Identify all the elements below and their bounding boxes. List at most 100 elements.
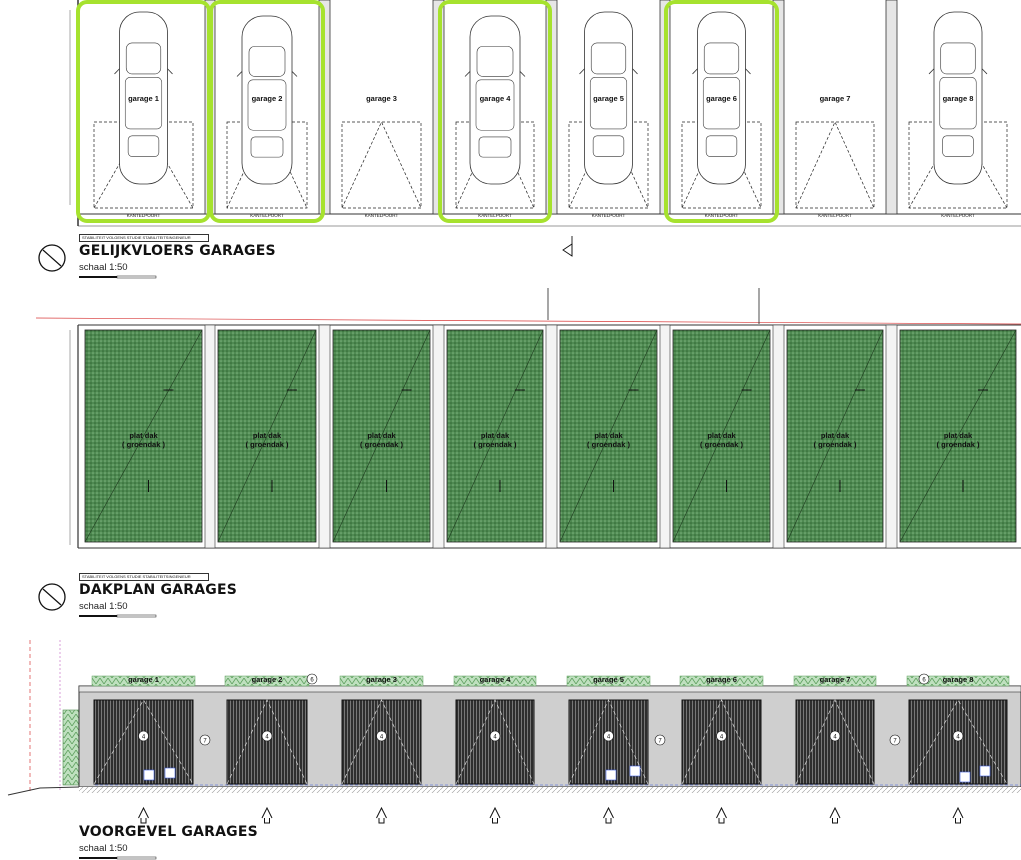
scale-bar-segment — [116, 275, 157, 279]
facade-cornice — [78, 685, 1021, 693]
tilt-door-swing-diagonal — [93, 121, 194, 209]
roof-slope-diagonal — [786, 329, 884, 543]
car-windshield — [590, 42, 627, 75]
utility-box — [979, 765, 991, 777]
door-opening-diagonal — [455, 699, 535, 785]
door-opening-diagonal — [795, 699, 875, 785]
car-windshield — [476, 45, 514, 77]
car-mirror-right — [291, 71, 298, 77]
roof-bay-3: plat dak( groendak ) — [332, 329, 431, 543]
tilt-door-swing — [908, 121, 1008, 209]
roof-label: plat dak — [129, 431, 158, 440]
property-line — [35, 317, 1021, 325]
roof-parapet — [772, 324, 785, 549]
facade-bay-1: garage 14 — [91, 675, 196, 824]
roof-marker — [306, 673, 318, 685]
tilt-door — [908, 699, 1008, 785]
roof-slope-diagonal — [446, 329, 544, 543]
tilt-door-swing-diagonal — [568, 121, 649, 209]
door-label: KANTELPOORT — [250, 213, 284, 218]
section-title-roof: DAKPLAN GARAGES — [79, 582, 237, 598]
roof-slope-diagonal — [84, 329, 203, 543]
ground-hatch — [79, 787, 1021, 793]
car-windshield — [940, 42, 976, 75]
car-mirror-right — [981, 68, 988, 75]
facade-bay-6: garage 64 — [679, 675, 764, 824]
roof-bay-2: plat dak( groendak ) — [217, 329, 317, 543]
door-marker — [952, 730, 964, 742]
car-top-view — [114, 11, 173, 185]
door-marker — [489, 730, 501, 742]
garage-label: garage 6 — [706, 94, 737, 103]
car-roof — [247, 79, 287, 131]
roof-slope-diagonal — [672, 329, 771, 543]
facade-bay-2: garage 24 — [224, 675, 310, 824]
utility-box — [959, 771, 971, 783]
car-rear-window — [705, 135, 738, 157]
tilt-door-swing — [568, 121, 649, 209]
car-rear-window — [478, 136, 512, 158]
section-title-ground-floor: GELIJKVLOERS GARAGES — [79, 243, 276, 259]
facade-garage-label: garage 6 — [706, 675, 737, 684]
facade-wall — [78, 685, 1021, 788]
door-marker-label: 4 — [833, 735, 837, 741]
wall-marker-label: 7 — [658, 739, 662, 745]
roof-bay-6: plat dak( groendak ) — [672, 329, 771, 543]
stability-note: STABILITEIT VOLGENS STUDIE STABILITEITSI… — [79, 573, 209, 581]
door-marker-label: 4 — [380, 735, 384, 741]
garage-label: garage 7 — [820, 94, 851, 103]
highlight-frame — [209, 0, 325, 223]
door-opening-diagonal — [568, 699, 649, 785]
utility-box — [164, 767, 176, 779]
tilt-door — [226, 699, 308, 785]
facade-bay-3: garage 34 — [339, 675, 424, 824]
car-body — [469, 15, 521, 185]
roof-bay-5: plat dak( groendak ) — [559, 329, 658, 543]
highlight-frame — [438, 0, 552, 223]
roof-plan: plat dak( groendak )plat dak( groendak )… — [35, 288, 1021, 549]
door-label: KANTELPOORT — [941, 213, 975, 218]
car-windshield — [125, 42, 162, 75]
entrance-arrow — [376, 806, 387, 824]
car-rear-window — [942, 135, 974, 157]
car-body — [241, 15, 293, 185]
roof-bay-4: plat dak( groendak ) — [446, 329, 544, 543]
green-roof-edge — [339, 675, 424, 687]
roof-label: plat dak — [594, 431, 623, 440]
car-body — [584, 11, 633, 185]
roof-marker-label: 6 — [310, 678, 314, 684]
car-top-view — [236, 15, 298, 185]
car-top-view — [579, 11, 638, 185]
car-mirror-left — [579, 68, 585, 75]
section-title-facade: VOORGEVEL GARAGES — [79, 824, 258, 840]
tilt-door-swing — [93, 121, 194, 209]
roof-bay-1: plat dak( groendak ) — [84, 329, 203, 543]
door-marker-label: 4 — [142, 735, 146, 741]
section-scale-roof: schaal 1:50 — [79, 601, 128, 612]
north-arrow-needle — [42, 588, 62, 606]
door-opening-diagonal — [226, 699, 308, 785]
car-top-view — [928, 11, 988, 185]
car-top-view — [464, 15, 526, 185]
scale-bar-segment — [116, 614, 157, 618]
car-top-view — [692, 11, 751, 185]
door-marker — [603, 730, 614, 742]
green-roof-edge — [91, 675, 196, 687]
garage-label: garage 5 — [593, 94, 624, 103]
entrance-arrow — [716, 806, 727, 824]
green-roof-edge — [679, 675, 764, 687]
entrance-arrow — [603, 806, 614, 824]
door-marker — [716, 730, 727, 742]
tilt-door-swing — [455, 121, 535, 209]
utility-box — [143, 769, 155, 781]
roof-label-type: ( groendak ) — [122, 440, 165, 449]
wall-marker-label: 7 — [203, 739, 207, 745]
door-marker — [261, 730, 273, 742]
car-roof — [475, 79, 515, 131]
